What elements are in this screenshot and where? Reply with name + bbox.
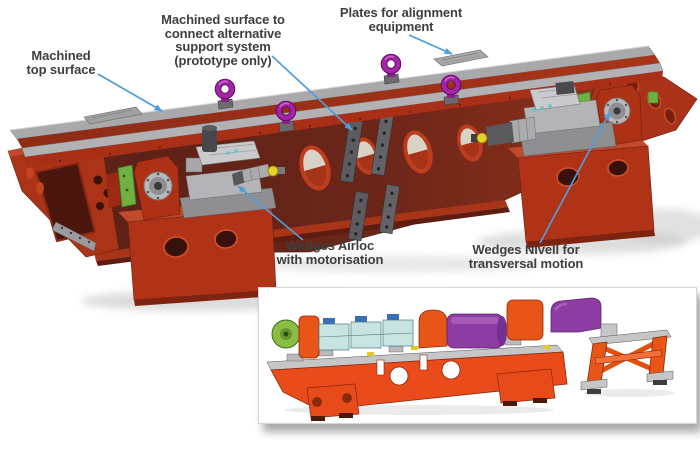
hoist-ring-4: [440, 74, 462, 106]
front-band: [25, 71, 663, 168]
inset-assembled-view: [258, 287, 697, 424]
hoist-ring-3: [380, 53, 402, 85]
leader-arrows: [97, 34, 611, 244]
end-bolt-dots: [60, 226, 91, 244]
leader-arrow-nivell: [539, 111, 611, 244]
inset-cad-render: [266, 297, 674, 421]
hoist-ring-2: [275, 100, 297, 133]
nivell-wedge-assembly: [471, 81, 617, 157]
leader-arrow-machined-top: [97, 73, 163, 112]
alternative-support-plates: [339, 112, 400, 242]
oval-hole: [403, 130, 433, 174]
oval-hole: [457, 124, 483, 162]
inset-green-disc: [271, 319, 301, 349]
machined-top-rails: [9, 45, 664, 168]
inset-girder: [266, 337, 568, 421]
end-red-holes: [26, 167, 44, 194]
motor-left: [232, 163, 285, 186]
leader-arrow-airloc: [237, 185, 304, 241]
inset-pedestal-left: [306, 383, 360, 419]
end-bolt-strip: [51, 221, 97, 252]
airloc-cylinder: [202, 128, 217, 152]
alignment-plate: [433, 49, 489, 67]
hoist-rings: [214, 53, 462, 133]
inset-purple-magnets: [446, 297, 602, 349]
inset-pedestal-right: [496, 368, 556, 404]
inset-orange-magnets: [298, 299, 544, 359]
support-plate: [348, 191, 369, 242]
oval-hole: [299, 145, 331, 191]
leader-arrow-alt-support: [271, 55, 353, 131]
pedestal-holes: [163, 229, 238, 258]
motor-cap-yellow-left: [267, 165, 279, 177]
hoist-ring-1: [214, 78, 236, 110]
inset-teal-modules: [318, 314, 414, 351]
support-plate: [379, 184, 400, 235]
support-plate: [339, 119, 364, 183]
leader-arrow-alignment-plates: [408, 34, 453, 55]
motor-cap-yellow-right: [476, 132, 488, 144]
disc-bolts: [146, 172, 170, 200]
inset-support-trestle: [580, 323, 674, 394]
top-plate-left: [83, 106, 143, 125]
wedge-green-plate-left: [117, 164, 137, 208]
end-cutout: [34, 161, 97, 243]
top-face: [17, 55, 660, 148]
left-wedge-stand: [106, 155, 181, 221]
motor-right: [471, 116, 537, 146]
